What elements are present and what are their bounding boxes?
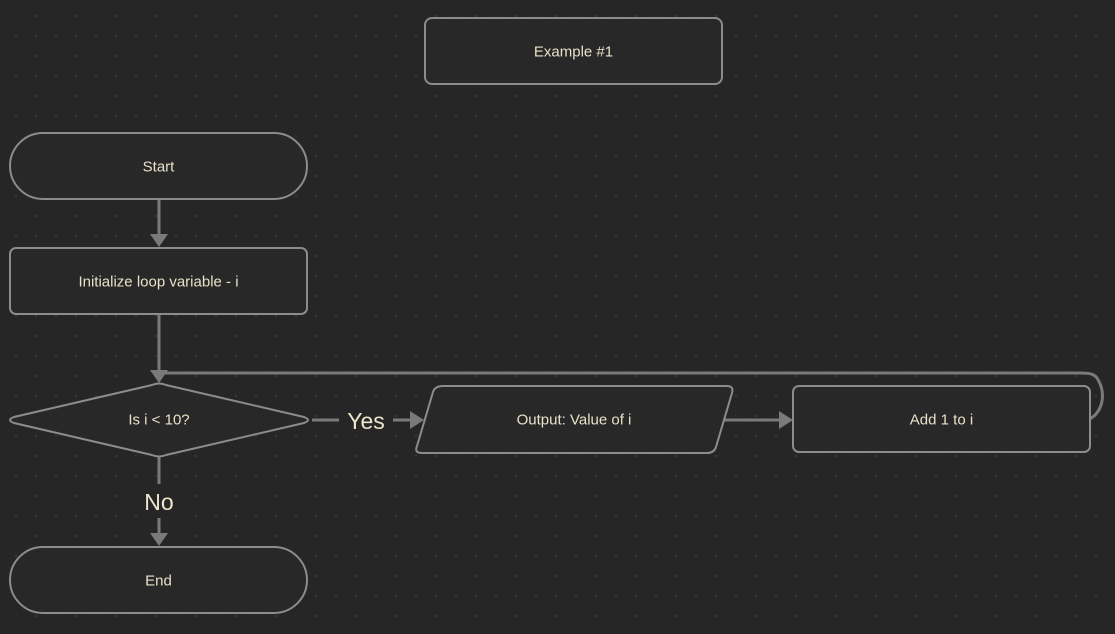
increment-process-box [792,385,1091,453]
decision-label: Is i < 10? [128,412,189,429]
node-start[interactable]: Start [9,132,308,200]
output-parallelogram [415,385,734,454]
title-box [424,17,723,85]
output-label: Output: Value of i [517,412,632,429]
start-label: Start [143,159,176,176]
yes-label-bg [339,406,393,436]
start-terminator [9,132,308,200]
no-label[interactable]: No [144,489,173,515]
edge-labels: Yes No [137,406,393,518]
increment-label: Add 1 to i [910,412,973,429]
node-decision[interactable]: Is i < 10? [9,382,309,458]
init-process-box [9,247,308,315]
node-end[interactable]: End [9,546,308,614]
no-label-bg [137,484,181,518]
end-label: End [145,573,172,590]
edge-increment-loop-back[interactable] [159,371,1104,421]
title-label: Example #1 [534,44,613,61]
end-terminator [9,546,308,614]
node-init[interactable]: Initialize loop variable - i [9,247,308,315]
node-increment[interactable]: Add 1 to i [792,385,1091,453]
decision-diamond [9,382,309,458]
init-label: Initialize loop variable - i [78,274,238,291]
yes-label[interactable]: Yes [347,408,385,434]
node-output[interactable]: Output: Value of i [415,385,734,454]
arrowhead-init [150,234,168,247]
arrowhead-end [150,533,168,546]
arrowhead-increment [779,411,793,429]
arrowhead-output [410,411,424,429]
node-title[interactable]: Example #1 [424,17,723,85]
